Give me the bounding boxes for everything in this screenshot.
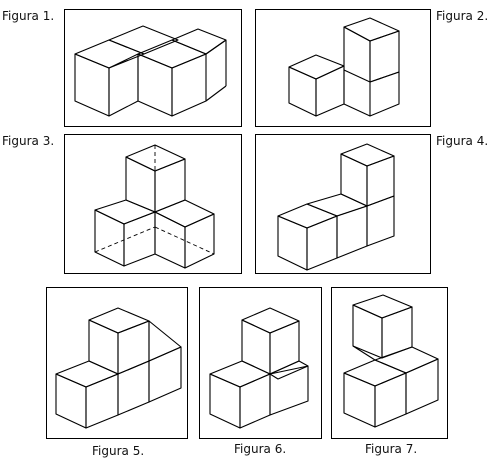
figure-7-cubes [343, 294, 439, 428]
figure-3-label: Figura 3. [2, 134, 55, 148]
figure-6-cubes [209, 307, 309, 429]
figure-4-label: Figura 4. [436, 134, 489, 148]
figure-4-panel [255, 134, 431, 274]
figure-5-label: Figura 5. [92, 444, 145, 458]
figure-4-cubes [277, 143, 395, 271]
figure-5-panel [46, 287, 188, 439]
figure-7-label: Figura 7. [365, 442, 418, 456]
figure-2-label: Figura 2. [436, 9, 489, 23]
figure-3-panel [64, 134, 242, 274]
figure-6-label: Figura 6. [234, 442, 287, 456]
figure-2-panel [255, 9, 431, 127]
figure-3-cubes [94, 144, 215, 269]
figure-1-cubes [74, 25, 227, 117]
figure-2-cubes [288, 17, 400, 117]
figure-1-label: Figura 1. [2, 9, 55, 23]
figure-5-cubes [55, 307, 182, 429]
